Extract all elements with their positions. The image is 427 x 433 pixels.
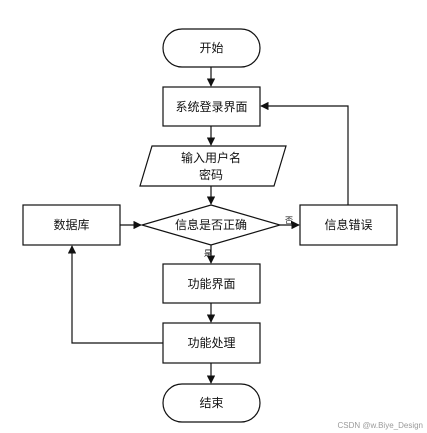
error-label: 信息错误	[324, 217, 372, 232]
function-ui-label: 功能界面	[187, 277, 235, 291]
start-label: 开始	[199, 41, 223, 55]
arrow-error-to-login	[260, 101, 349, 205]
login-screen-box: 系统登录界面	[162, 86, 261, 127]
end-label: 结束	[199, 396, 223, 410]
decision-diamond: 信息是否正确	[139, 204, 283, 246]
function-processing-label: 功能处理	[187, 336, 235, 350]
input-credentials-box: 输入用户名 密码	[139, 145, 287, 187]
decision-label: 信息是否正确	[175, 217, 247, 232]
start-terminal: 开始	[162, 28, 261, 68]
end-terminal: 结束	[162, 383, 261, 423]
input-label-line1: 输入用户名	[181, 150, 241, 165]
database-box: 数据库	[22, 204, 121, 246]
function-ui-box: 功能界面	[162, 263, 261, 304]
arrow-processing-to-database	[67, 245, 163, 344]
error-box: 信息错误	[299, 204, 398, 246]
watermark: CSDN @w.Biye_Design	[338, 421, 423, 430]
database-label: 数据库	[53, 217, 89, 232]
input-label-line2: 密码	[199, 167, 223, 182]
login-label: 系统登录界面	[175, 99, 247, 114]
no-label: 否	[285, 216, 293, 225]
function-processing-box: 功能处理	[162, 322, 261, 364]
yes-label: 是	[204, 249, 212, 258]
